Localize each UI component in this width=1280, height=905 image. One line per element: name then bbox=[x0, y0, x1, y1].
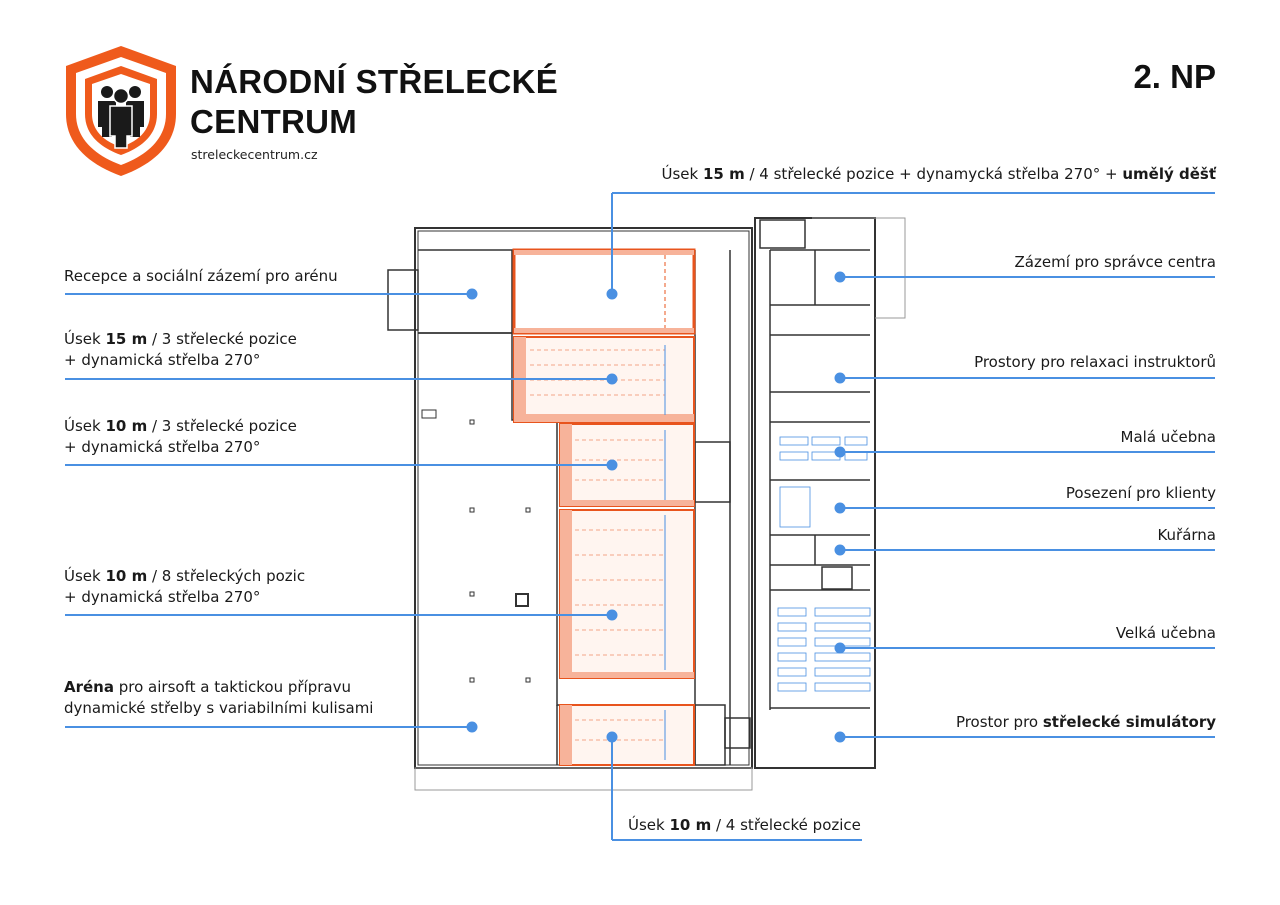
label-velka-ucebna: Velká učebna bbox=[1115, 624, 1216, 642]
label-text: Prostor pro bbox=[955, 713, 1043, 731]
marker-zazemi bbox=[834, 271, 846, 283]
label-text: Úsek bbox=[628, 816, 670, 834]
label-text: / 3 střelecké pozice bbox=[147, 330, 297, 348]
label-text: / 4 střelecké pozice + dynamycká střelba… bbox=[744, 165, 1123, 183]
label-text: Úsek bbox=[64, 417, 106, 435]
label-zazemi: Zázemí pro správce centra bbox=[1014, 253, 1216, 271]
label-text: Úsek bbox=[64, 567, 106, 585]
label-usek10a: Úsek 10 m / 3 střelecké pozice + dynamic… bbox=[64, 416, 297, 458]
marker-velka bbox=[834, 642, 846, 654]
marker-posezeni bbox=[834, 502, 846, 514]
label-line2: + dynamická střelba 270° bbox=[64, 588, 261, 606]
label-bottom-usek10: Úsek 10 m / 4 střelecké pozice bbox=[628, 815, 861, 836]
label-bold: 10 m bbox=[105, 417, 148, 435]
label-usek15: Úsek 15 m / 3 střelecké pozice + dynamic… bbox=[64, 329, 297, 371]
label-text: / 8 střeleckých pozic bbox=[147, 567, 306, 585]
label-bold: střelecké simulátory bbox=[1042, 713, 1216, 731]
label-recepce: Recepce a sociální zázemí pro arénu bbox=[64, 267, 338, 285]
label-bold: 15 m bbox=[105, 330, 148, 348]
label-line2: + dynamická střelba 270° bbox=[64, 438, 261, 456]
brand-name: NÁRODNÍ STŘELECKÉ CENTRUM bbox=[190, 62, 558, 142]
label-usek10b: Úsek 10 m / 8 střeleckých pozic + dynami… bbox=[64, 566, 305, 608]
marker-usek10b bbox=[606, 609, 618, 621]
label-top-usek15: Úsek 15 m / 4 střelecké pozice + dynamyc… bbox=[662, 164, 1217, 185]
marker-kurarna bbox=[834, 544, 846, 556]
label-bold: Aréna bbox=[64, 678, 114, 696]
label-line2: + dynamická střelba 270° bbox=[64, 351, 261, 369]
label-mala-ucebna: Malá učebna bbox=[1120, 428, 1216, 446]
marker-recepce bbox=[466, 288, 478, 300]
label-bold: umělý děšť bbox=[1122, 165, 1216, 183]
label-line2: dynamické střelby s variabilními kulisam… bbox=[64, 699, 374, 717]
label-simulatory: Prostor pro střelecké simulátory bbox=[956, 712, 1216, 733]
brand-line1: NÁRODNÍ STŘELECKÉ bbox=[190, 63, 559, 100]
label-posezeni: Posezení pro klienty bbox=[1065, 484, 1216, 502]
marker-usek15 bbox=[606, 373, 618, 385]
label-text: / 4 střelecké pozice bbox=[711, 816, 861, 834]
label-kurarna: Kuřárna bbox=[1157, 526, 1216, 544]
label-relax: Prostory pro relaxaci instruktorů bbox=[974, 353, 1216, 371]
label-arena: Aréna pro airsoft a taktickou přípravu d… bbox=[64, 677, 373, 719]
marker-simulatory bbox=[834, 731, 846, 743]
label-bold: 10 m bbox=[669, 816, 712, 834]
label-text: Úsek bbox=[64, 330, 106, 348]
label-bold: 10 m bbox=[105, 567, 148, 585]
shield-logo-icon bbox=[66, 46, 176, 176]
label-bold: 15 m bbox=[702, 165, 745, 183]
floor-label: 2. NP bbox=[1133, 58, 1216, 95]
marker-usek15-top bbox=[606, 288, 618, 300]
brand-line2: CENTRUM bbox=[190, 103, 358, 140]
label-text: / 3 střelecké pozice bbox=[147, 417, 297, 435]
label-text: Úsek bbox=[661, 165, 703, 183]
label-text: pro airsoft a taktickou přípravu bbox=[113, 678, 351, 696]
marker-mala bbox=[834, 446, 846, 458]
website-link[interactable]: streleckecentrum.cz bbox=[191, 147, 318, 162]
marker-relax bbox=[834, 372, 846, 384]
marker-arena bbox=[466, 721, 478, 733]
marker-usek10-bottom bbox=[606, 731, 618, 743]
marker-usek10a bbox=[606, 459, 618, 471]
